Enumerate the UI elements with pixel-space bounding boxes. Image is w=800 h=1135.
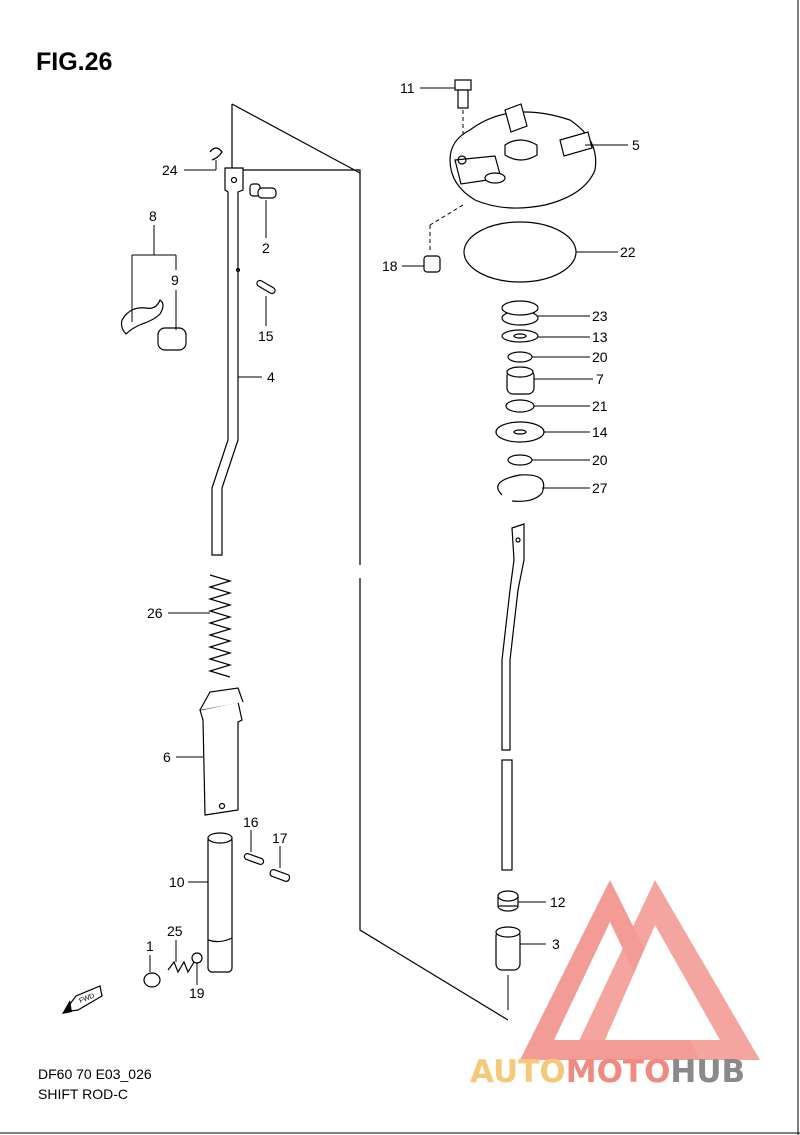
callout-21: 21 (592, 398, 608, 414)
callout-26: 26 (147, 605, 163, 621)
callout-25: 25 (167, 923, 183, 939)
callout-2: 2 (262, 240, 270, 256)
callout-1: 1 (146, 938, 154, 954)
part-24-clip (209, 147, 223, 161)
part-8-bracket (120, 299, 164, 335)
part-20-o-ring-a (507, 351, 533, 363)
callout-27: 27 (592, 480, 608, 496)
callout-20a: 20 (592, 349, 608, 365)
part-23-bushing (501, 300, 539, 326)
callout-23: 23 (592, 308, 608, 324)
part-20-o-ring-b (507, 454, 533, 466)
leader-lines (131, 87, 628, 985)
callout-19: 19 (189, 985, 205, 1001)
part-18-nut (423, 204, 464, 273)
assembly-boundary-line (231, 104, 509, 1021)
part-19-ball (191, 952, 203, 964)
part-27-circlip (497, 474, 545, 502)
part-9-collar (157, 327, 187, 351)
part-6-sleeve (199, 687, 244, 816)
callout-22: 22 (620, 244, 636, 260)
part-3-joint (495, 926, 521, 1010)
watermark-text-moto: MOTO (566, 1054, 671, 1090)
part-1-cap (143, 972, 161, 988)
callout-11: 11 (400, 80, 415, 96)
callout-7: 7 (596, 371, 604, 387)
callout-3: 3 (552, 936, 560, 952)
callout-labels: 11 5 24 8 9 2 15 4 18 22 23 13 20 7 21 1… (146, 80, 640, 1001)
watermark-text-auto: AUTO (470, 1054, 566, 1090)
callout-13: 13 (592, 329, 608, 345)
part-4-shift-rod (211, 167, 244, 556)
part-13-washer (501, 329, 539, 343)
assembly-boundary-line-2 (231, 103, 361, 174)
watermark-text: AUTOMOTOHUB (470, 1054, 745, 1090)
part-2-pin (249, 183, 277, 199)
callout-14: 14 (592, 424, 608, 440)
part-14-washer (495, 421, 545, 443)
callout-15: 15 (258, 328, 274, 344)
callout-9: 9 (171, 272, 179, 288)
model-code: DF60 70 E03_026 (38, 1066, 152, 1082)
right-shift-rod (501, 523, 525, 871)
part-22-o-ring (463, 221, 577, 283)
callout-20b: 20 (592, 452, 608, 468)
watermark-logo (520, 880, 760, 1060)
watermark-text-hub: HUB (670, 1054, 745, 1090)
callout-18: 18 (382, 258, 398, 274)
fwd-arrow-icon (62, 985, 103, 1014)
part-15-pin (256, 279, 276, 295)
part-7-seal (506, 366, 535, 395)
part-25-spring (167, 960, 195, 974)
callout-4: 4 (267, 369, 275, 385)
callout-17: 17 (272, 830, 288, 846)
callout-12: 12 (550, 894, 566, 910)
callout-24: 24 (162, 162, 178, 178)
figure-title: FIG.26 (36, 48, 113, 76)
section-name: SHIFT ROD-C (38, 1086, 128, 1102)
callout-16: 16 (243, 814, 259, 830)
part-26-spring (207, 574, 233, 678)
part-17-pin (269, 869, 291, 882)
part-12-bushing (497, 890, 519, 912)
callout-10: 10 (169, 874, 185, 890)
part-16-pin (243, 853, 265, 865)
part-5-housing (449, 103, 597, 209)
part-21-o-ring (505, 399, 535, 413)
callout-5: 5 (632, 137, 640, 153)
part-10-shaft (207, 832, 233, 973)
callout-6: 6 (163, 749, 171, 765)
callout-8: 8 (149, 208, 157, 224)
